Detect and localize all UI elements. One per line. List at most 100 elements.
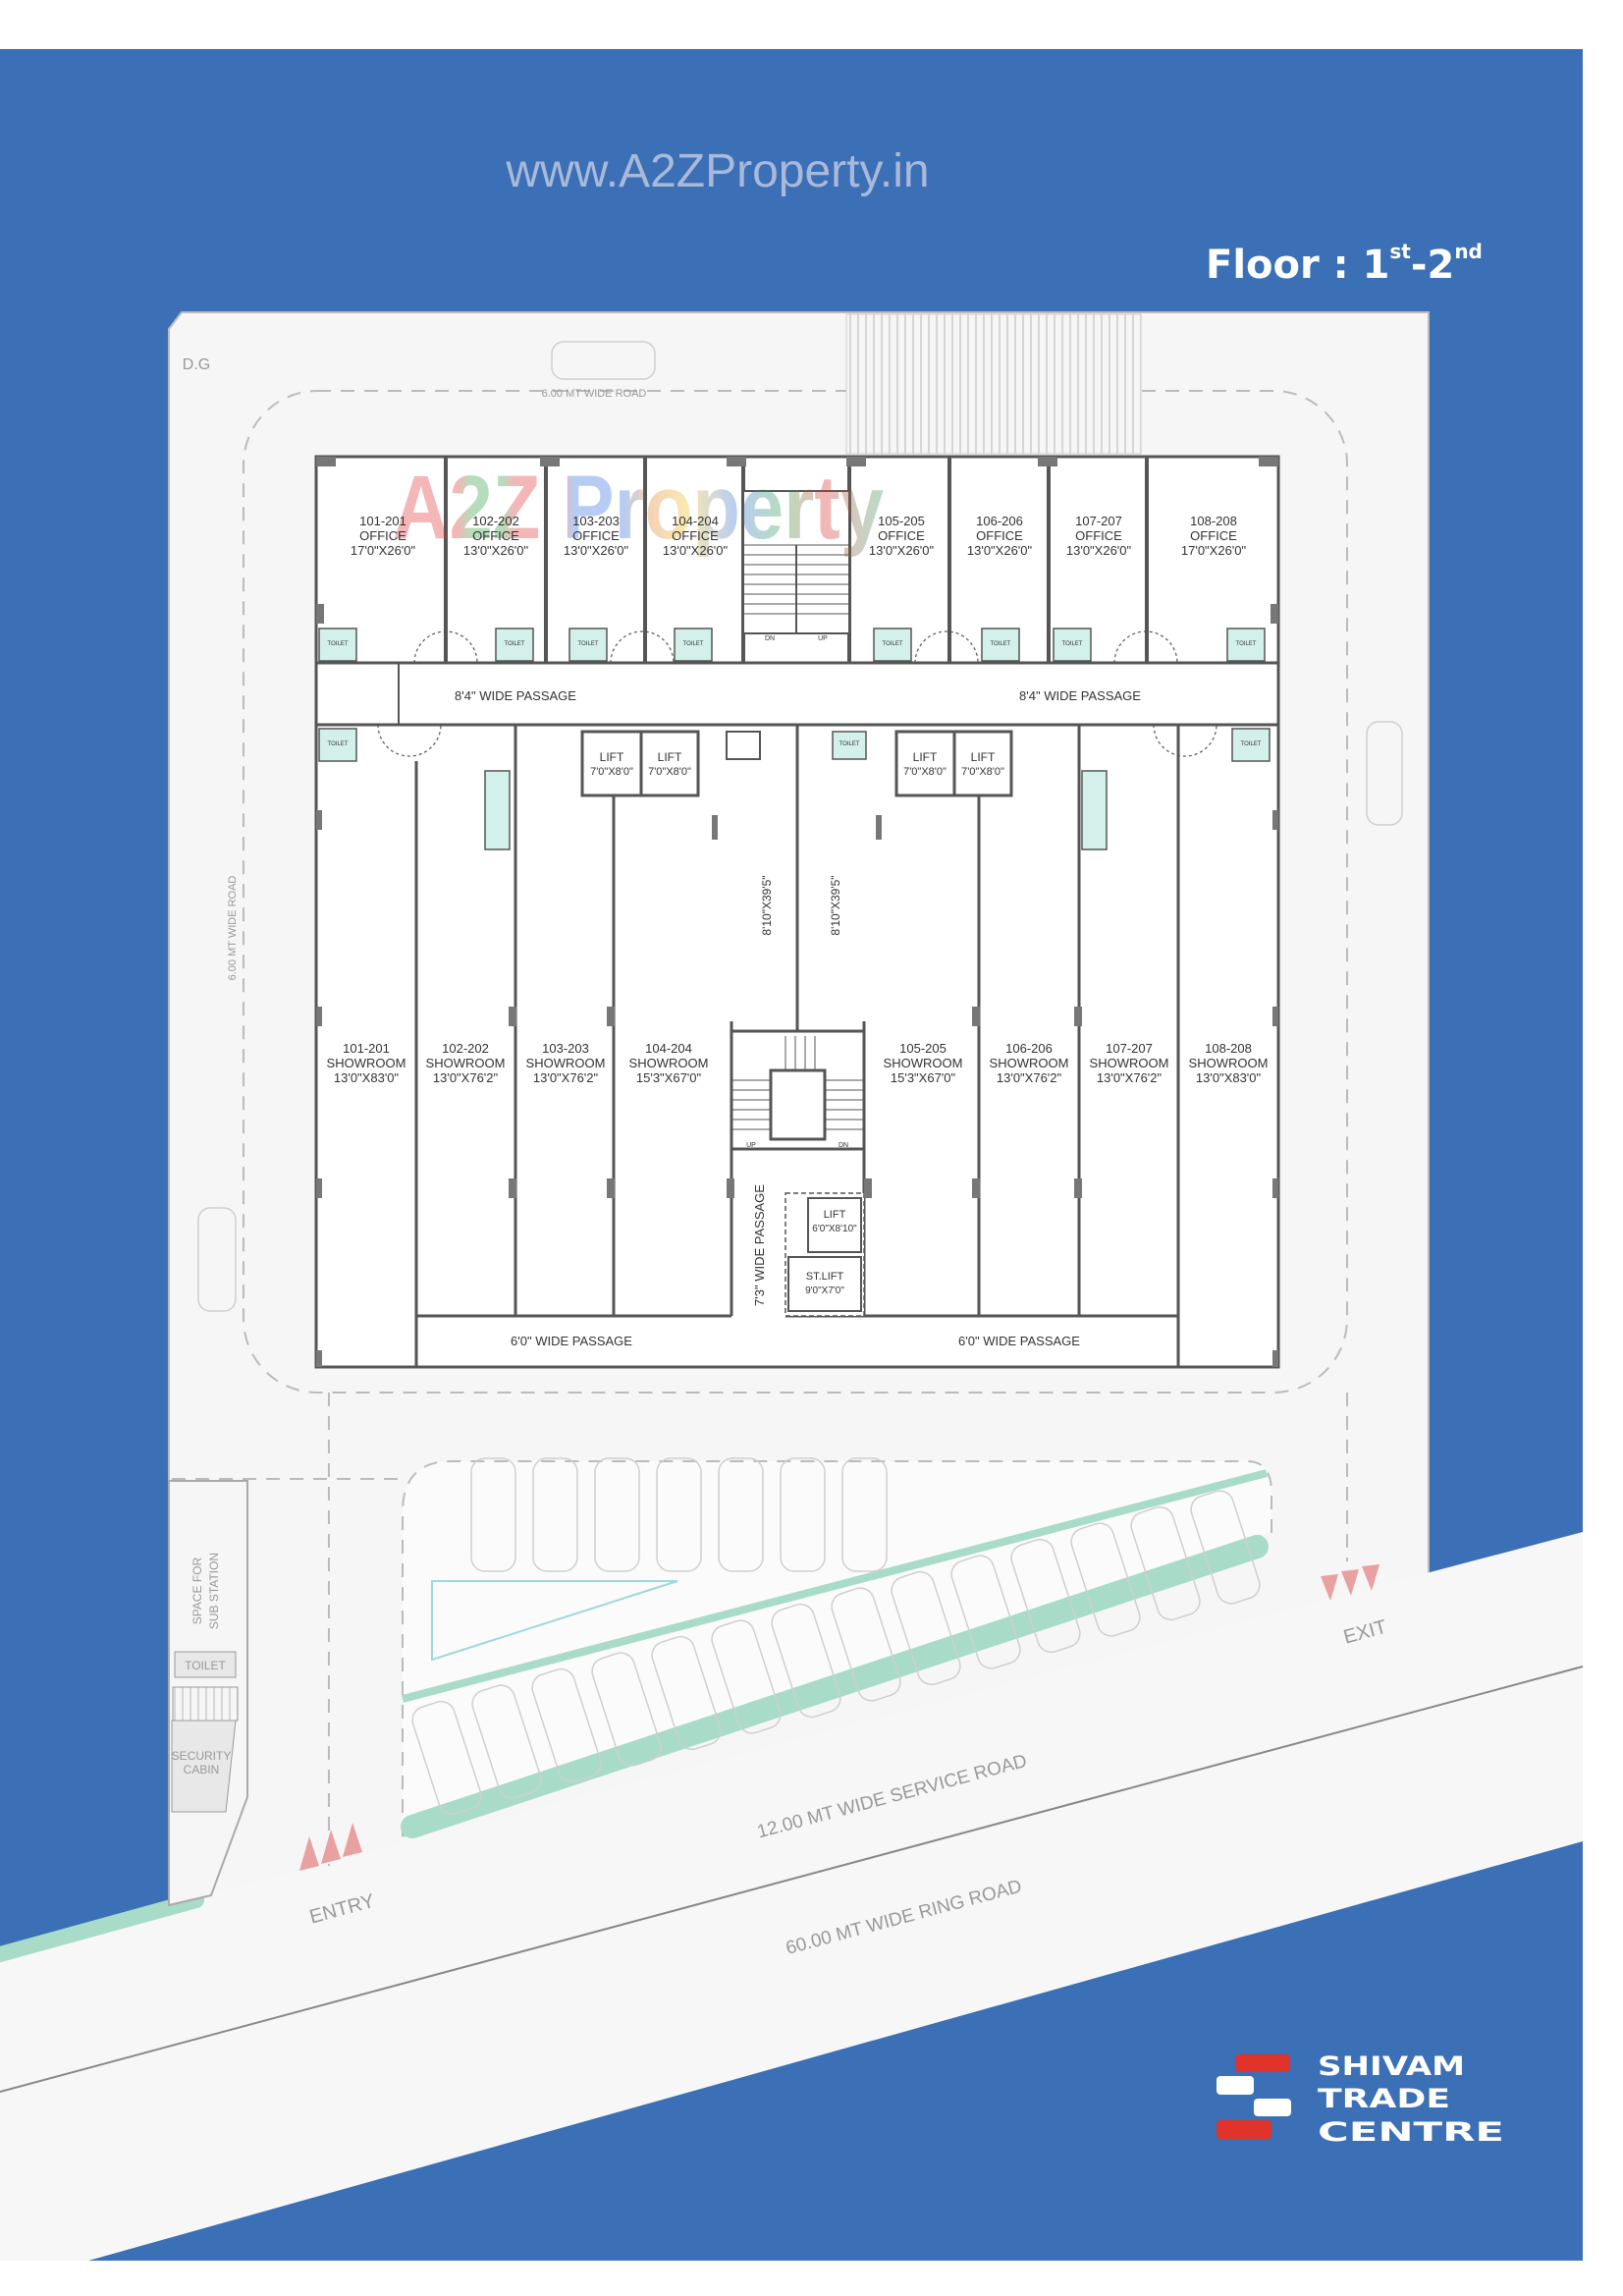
toilet-label: TOILET	[185, 1659, 226, 1672]
car-icon	[718, 1457, 764, 1572]
showroom-label: 15'3"X67'0"	[891, 1070, 956, 1085]
car-icon	[531, 1667, 602, 1783]
office-label: 13'0"X26'0"	[463, 543, 529, 558]
lift-label: LIFT	[971, 750, 996, 764]
lift-labels: LIFT 7'0"X8'0" LIFT 7'0"X8'0" LIFT 7'0"X8'0…	[590, 750, 1004, 1296]
office-label: 13'0"X26'0"	[869, 543, 935, 558]
car-icon	[1130, 1505, 1201, 1621]
parking-landscape-strip	[401, 1535, 1269, 1838]
car-icon	[594, 1457, 640, 1572]
lift-size: 7'0"X8'0"	[903, 766, 947, 778]
toilet-icon	[495, 628, 534, 662]
showroom-label: 107-207	[1106, 1041, 1153, 1056]
sub-station: SPACE FOR SUB STATION TOILET SECURITY CA…	[168, 1480, 248, 1907]
toilet-icon	[318, 628, 357, 662]
office-label: 107-207	[1075, 514, 1122, 528]
st-lift-size: 9'0"X7'0"	[805, 1285, 844, 1296]
showroom-label: 108-208	[1205, 1041, 1252, 1056]
internal-road-outline	[243, 390, 1348, 1394]
office-label: OFFICE	[976, 528, 1023, 543]
office-label: 102-202	[472, 514, 519, 528]
showroom-label: SHOWROOM	[1090, 1056, 1169, 1070]
car-icon	[780, 1457, 826, 1572]
lift-label: LIFT	[913, 750, 938, 764]
car-icon	[711, 1619, 782, 1734]
lift-size: 7'0"X8'0"	[590, 766, 633, 778]
toilet-icon	[1231, 728, 1271, 762]
toilet-label: TOILET	[1236, 641, 1257, 647]
car-icon	[771, 1603, 841, 1719]
parking-area	[402, 1460, 1272, 1838]
toilet-icon	[1226, 628, 1266, 662]
office-label: 13'0"X26'0"	[1066, 543, 1132, 558]
showroom-label: 102-202	[442, 1041, 489, 1056]
sub-station-label-1: SPACE FOR	[190, 1557, 204, 1624]
showroom-label: 13'0"X76'2"	[533, 1070, 599, 1085]
lift-size: 7'0"X8'0"	[961, 766, 1004, 778]
showroom-label: 13'0"X76'2"	[433, 1070, 499, 1085]
car-icon	[470, 1457, 516, 1572]
office-label: OFFICE	[878, 528, 925, 543]
stair-dn-label: DN	[765, 635, 775, 642]
showroom-label: 101-201	[343, 1041, 390, 1056]
showroom-label: SHOWROOM	[327, 1056, 406, 1070]
office-label: OFFICE	[1075, 528, 1122, 543]
toilet-label: TOILET	[328, 741, 349, 747]
car-icon	[656, 1457, 702, 1572]
passage-label: 8'4" WIDE PASSAGE	[1019, 688, 1141, 703]
car-icon	[891, 1570, 961, 1686]
passage-label: 8'4" WIDE PASSAGE	[455, 688, 576, 703]
car-icon	[471, 1684, 542, 1799]
office-label: 106-206	[976, 514, 1023, 528]
car-icon	[1010, 1538, 1081, 1654]
stair-up-label: UP	[818, 635, 828, 642]
car-icon	[591, 1652, 662, 1767]
stair-hatch	[172, 1686, 239, 1722]
car-icon	[1190, 1490, 1261, 1605]
logo-line-3: CENTRE	[1318, 2117, 1504, 2148]
logo-line-2: TRADE	[1318, 2084, 1450, 2114]
core-lift-label: LIFT	[824, 1209, 846, 1221]
office-label: OFFICE	[572, 528, 620, 543]
parking-divider-strip	[401, 1469, 1269, 1703]
car-icon	[411, 1700, 482, 1816]
columns	[316, 457, 1278, 1367]
showroom-label: 13'0"X76'2"	[1097, 1070, 1163, 1085]
sub-station-label-2: SUB STATION	[207, 1553, 221, 1629]
logo-bar-icon	[1217, 2076, 1254, 2095]
top-road-label: 6.00 MT WIDE ROAD	[542, 388, 647, 400]
logo-bar-icon	[1217, 2120, 1271, 2139]
office-label: 105-205	[878, 514, 925, 528]
toilet-label: TOILET	[683, 641, 704, 647]
showroom-label: 106-206	[1005, 1041, 1053, 1056]
showroom-label: 13'0"X83'0"	[334, 1070, 400, 1085]
office-label: 17'0"X26'0"	[1181, 543, 1247, 558]
toilet-icon	[726, 731, 761, 760]
toilet-icon	[873, 628, 912, 662]
office-label: 17'0"X26'0"	[351, 543, 416, 558]
toilet-icon	[674, 628, 713, 662]
toilet-label: TOILET	[839, 741, 860, 747]
toilet-icon	[832, 731, 867, 760]
car-icon	[1366, 721, 1403, 826]
extension-label-right: 8'10"X39'5"	[829, 875, 842, 935]
central-stair-dn-label: DN	[839, 1142, 848, 1149]
toilet-label: TOILET	[1062, 641, 1083, 647]
core-lift-box	[784, 1192, 865, 1317]
security-label-2: CABIN	[184, 1763, 220, 1777]
toilet-block	[174, 1651, 237, 1678]
road-band	[0, 1532, 1583, 2261]
showroom-label: 105-205	[899, 1041, 947, 1056]
watermark-url: www.A2ZProperty.in	[505, 145, 929, 197]
traffic-island	[431, 1580, 678, 1662]
toilet-icon	[981, 628, 1020, 662]
shivam-trade-centre-logo: SHIVAM TRADE CENTRE	[1217, 2051, 1504, 2148]
toilet-icon	[318, 728, 357, 762]
entry-arrows-icon	[299, 1823, 362, 1871]
toilet-label: TOILET	[991, 641, 1011, 647]
showroom-label: SHOWROOM	[1189, 1056, 1269, 1070]
landscape-strip	[0, 1892, 204, 1962]
security-cabin	[171, 1720, 237, 1813]
car-icon	[651, 1635, 722, 1751]
